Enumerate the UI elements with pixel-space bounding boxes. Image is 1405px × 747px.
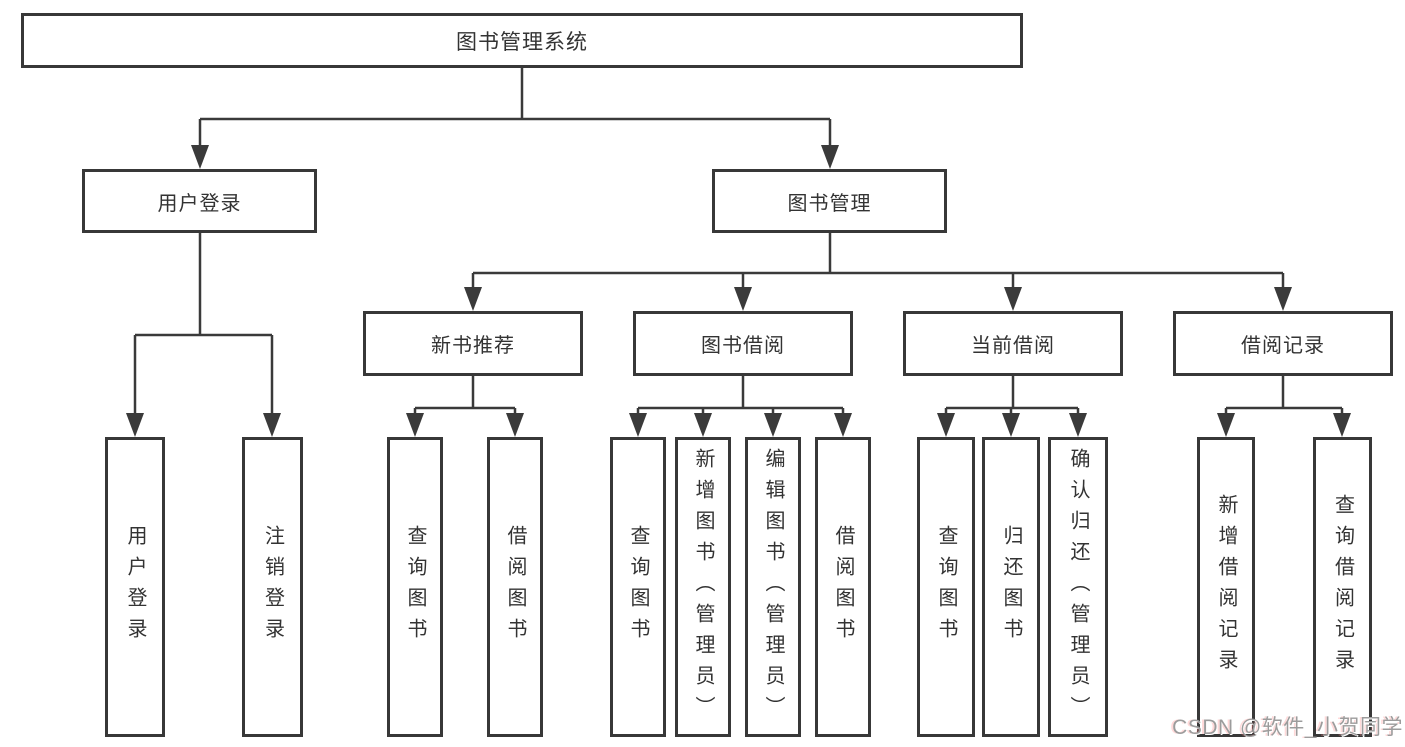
leaf-query-borrow-record: 查询借阅记录	[1313, 437, 1372, 737]
node-borrow-record: 借阅记录	[1173, 311, 1393, 376]
node-current-borrow: 当前借阅	[903, 311, 1123, 376]
leaf-query-book-2-label: 查询图书	[627, 525, 649, 649]
node-root: 图书管理系统	[21, 13, 1023, 68]
leaf-query-borrow-record-label: 查询借阅记录	[1331, 494, 1354, 680]
arrowhead-down	[464, 287, 482, 311]
leaf-add-borrow-record: 新增借阅记录	[1197, 437, 1255, 737]
arrowhead-down	[694, 413, 712, 437]
leaf-borrow-book-2-label: 借阅图书	[832, 525, 854, 649]
arrowhead-down	[1004, 287, 1022, 311]
leaf-edit-book-admin-label: 编辑图书（管理员）	[762, 447, 784, 727]
arrowhead-down	[629, 413, 647, 437]
leaf-user-login: 用户登录	[105, 437, 165, 737]
leaf-borrow-book-2: 借阅图书	[815, 437, 871, 737]
arrowhead-down	[764, 413, 782, 437]
leaf-user-login-label: 用户登录	[124, 525, 146, 649]
leaf-borrow-book-1: 借阅图书	[487, 437, 543, 737]
arrowhead-down	[1274, 287, 1292, 311]
leaf-query-book-2: 查询图书	[610, 437, 666, 737]
arrowhead-down	[937, 413, 955, 437]
leaf-logout-login-label: 注销登录	[261, 525, 284, 649]
arrowhead-down	[126, 413, 144, 437]
leaf-borrow-book-1-label: 借阅图书	[504, 525, 526, 649]
leaf-edit-book-admin: 编辑图书（管理员）	[745, 437, 801, 737]
node-book-borrow: 图书借阅	[633, 311, 853, 376]
leaf-query-book-3-label: 查询图书	[935, 525, 957, 649]
leaf-add-borrow-record-label: 新增借阅记录	[1215, 494, 1237, 680]
leaf-add-book-admin: 新增图书（管理员）	[675, 437, 731, 737]
arrowhead-down	[1217, 413, 1235, 437]
leaf-confirm-return-admin: 确认归还（管理员）	[1048, 437, 1108, 737]
arrowhead-down	[1002, 413, 1020, 437]
leaf-add-book-admin-label: 新增图书（管理员）	[692, 447, 714, 727]
leaf-return-book: 归还图书	[982, 437, 1040, 737]
arrowhead-down	[1333, 413, 1351, 437]
node-new-book-recommend: 新书推荐	[363, 311, 583, 376]
arrowhead-down	[821, 145, 839, 169]
leaf-return-book-label: 归还图书	[1000, 525, 1022, 649]
arrowhead-down	[263, 413, 281, 437]
arrowhead-down	[1069, 413, 1087, 437]
arrowhead-down	[191, 145, 209, 169]
leaf-confirm-return-admin-label: 确认归还（管理员）	[1067, 447, 1089, 727]
arrowhead-down	[406, 413, 424, 437]
arrowhead-down	[834, 413, 852, 437]
leaf-query-book-1: 查询图书	[387, 437, 443, 737]
leaf-logout-login: 注销登录	[242, 437, 303, 737]
arrowhead-down	[734, 287, 752, 311]
leaf-query-book-3: 查询图书	[917, 437, 975, 737]
node-book-management: 图书管理	[712, 169, 947, 233]
node-user-login: 用户登录	[82, 169, 317, 233]
leaf-query-book-1-label: 查询图书	[404, 525, 426, 649]
arrowhead-down	[506, 413, 524, 437]
csdn-watermark: CSDN @软件_小贺同学	[1172, 716, 1403, 739]
